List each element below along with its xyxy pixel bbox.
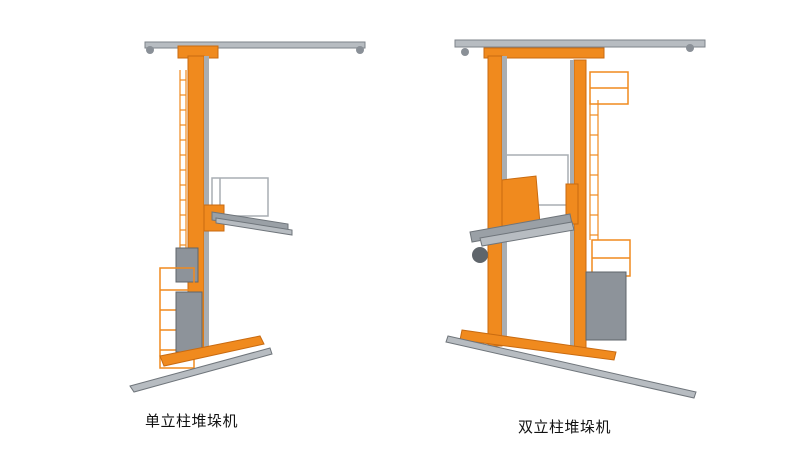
telescopic-fork (479, 221, 575, 247)
upper-platform-railing (589, 71, 629, 105)
ground-rail (129, 347, 273, 393)
mast-ladder (179, 70, 187, 270)
top-rail-end-wheel (686, 44, 694, 52)
mast-ladder (589, 100, 599, 240)
lift-carriage (501, 175, 541, 227)
double-mast-stacker-crane-illustration (445, 39, 706, 399)
double-mast-caption: 双立柱堆垛机 (518, 418, 612, 436)
ground-rail (445, 335, 697, 399)
lower-platform-railing (591, 239, 631, 277)
bottom-beam (459, 329, 617, 361)
fork-drive-motor (472, 247, 488, 263)
top-beam (483, 47, 605, 59)
left-mast (487, 55, 503, 347)
electrical-cabinet (585, 271, 627, 341)
telescopic-fork (215, 217, 293, 236)
bottom-beam (159, 335, 265, 367)
single-mast-caption: 单立柱堆垛机 (145, 412, 239, 430)
single-mast-stacker-crane-illustration (129, 41, 366, 393)
top-rail (454, 39, 706, 48)
top-rail-end-wheel (356, 46, 364, 54)
top-rail-end-wheel (146, 46, 154, 54)
top-rail-end-wheel (461, 48, 469, 56)
drive-unit (175, 247, 199, 283)
electrical-cabinet (175, 291, 203, 353)
top-rail (144, 41, 366, 49)
